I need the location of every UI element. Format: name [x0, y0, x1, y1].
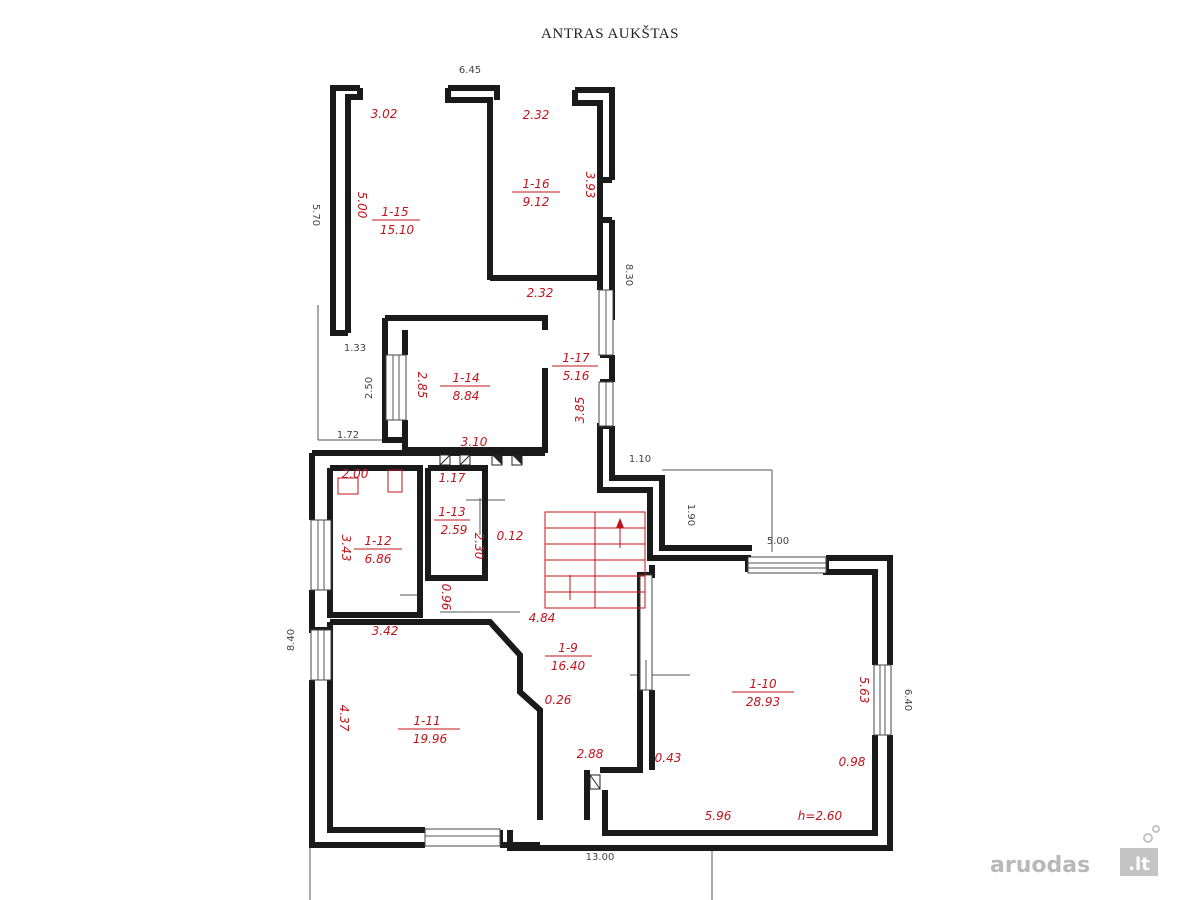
- dim-top-width: 6.45: [459, 65, 481, 76]
- room-1-10-height: 5.63: [857, 677, 871, 704]
- room-1-14-id: 1-14: [452, 371, 479, 385]
- dim-left-notch-bottom: 1.72: [337, 430, 359, 441]
- label-0-43: 0.43: [655, 751, 682, 765]
- dim-bottom-width: 13.00: [586, 852, 615, 863]
- watermark-brand: aruodas: [990, 853, 1090, 878]
- vent-blocks: [337, 454, 601, 790]
- room-1-12-id: 1-12: [364, 534, 391, 548]
- label-0-26: 0.26: [545, 693, 572, 707]
- dim-left-notch-height: 2.50: [364, 377, 375, 399]
- watermark-house-icon: [1120, 848, 1158, 876]
- plan-title: ANTRAS AUKŠTAS: [541, 25, 679, 42]
- watermark-tld: .lt: [1128, 854, 1150, 875]
- watermark-logo: aruodas .lt: [990, 825, 1160, 878]
- room-1-13-id: 1-13: [438, 505, 465, 519]
- room-1-16-area: 9.12: [523, 195, 550, 209]
- label-0-96: 0.96: [439, 584, 453, 611]
- room-1-15-id: 1-15: [381, 205, 408, 219]
- room-1-17-height: 3.85: [573, 397, 587, 424]
- dim-left-upper-height: 5.70: [310, 204, 321, 226]
- dim-left-notch-width: 1.33: [344, 343, 366, 354]
- room-1-17-area: 5.16: [563, 369, 590, 383]
- room-1-14-width: 3.10: [461, 435, 488, 449]
- room-1-16-width: 2.32: [523, 108, 550, 122]
- room-1-12-width: 2.00: [342, 467, 369, 481]
- dim-right-lower-height: 6.40: [902, 689, 913, 711]
- staircase: [544, 511, 646, 609]
- ceiling-height: h=2.60: [798, 809, 843, 823]
- room-1-15-area: 15.10: [380, 223, 415, 237]
- dim-left-lower-height: 8.40: [286, 629, 297, 651]
- room-1-12-area: 6.86: [365, 552, 392, 566]
- room-1-10-width: 5.96: [705, 809, 732, 823]
- room-1-9-id: 1-9: [558, 641, 578, 655]
- dim-right-room-width: 5.00: [767, 536, 789, 547]
- walls: [309, 85, 893, 851]
- room-1-13-height: 2.30: [472, 533, 486, 560]
- dimension-labels: 6.45 5.70 8.30 1.33 2.50 1.72 1.10 1.90 …: [286, 65, 913, 863]
- room-1-13-width: 1.17: [439, 471, 466, 485]
- room-1-14-area: 8.84: [453, 389, 480, 403]
- room-1-15-height: 5.00: [355, 192, 369, 219]
- room-labels: 3.02 5.00 1-15 15.10 2.32 1-16 9.12 3.93…: [337, 107, 871, 823]
- dim-step-height: 1.90: [685, 504, 696, 526]
- room-1-14-height: 2.85: [415, 372, 429, 399]
- label-0-12: 0.12: [497, 529, 524, 543]
- dim-step-width: 1.10: [629, 454, 651, 465]
- room-1-9-height: 2.88: [577, 747, 604, 761]
- room-1-13-area: 2.59: [441, 523, 468, 537]
- room-1-11-height: 4.37: [337, 705, 351, 732]
- room-1-16-id: 1-16: [522, 177, 550, 191]
- windows: [310, 289, 892, 847]
- dim-right-upper-height: 8.30: [623, 264, 634, 286]
- room-1-9-area: 16.40: [551, 659, 586, 673]
- room-1-17-width: 2.32: [527, 286, 554, 300]
- room-1-10-area: 28.93: [746, 695, 780, 709]
- room-1-11-area: 19.96: [413, 732, 448, 746]
- room-1-12-height: 3.43: [339, 535, 353, 562]
- room-1-15-width: 3.02: [371, 107, 398, 121]
- room-1-9-width: 4.84: [529, 611, 556, 625]
- room-1-17-id: 1-17: [562, 351, 590, 365]
- label-0-98: 0.98: [839, 755, 866, 769]
- room-1-16-height: 3.93: [583, 172, 597, 199]
- room-1-11-id: 1-11: [413, 714, 440, 728]
- room-1-10-id: 1-10: [749, 677, 777, 691]
- room-1-11-width: 3.42: [372, 624, 399, 638]
